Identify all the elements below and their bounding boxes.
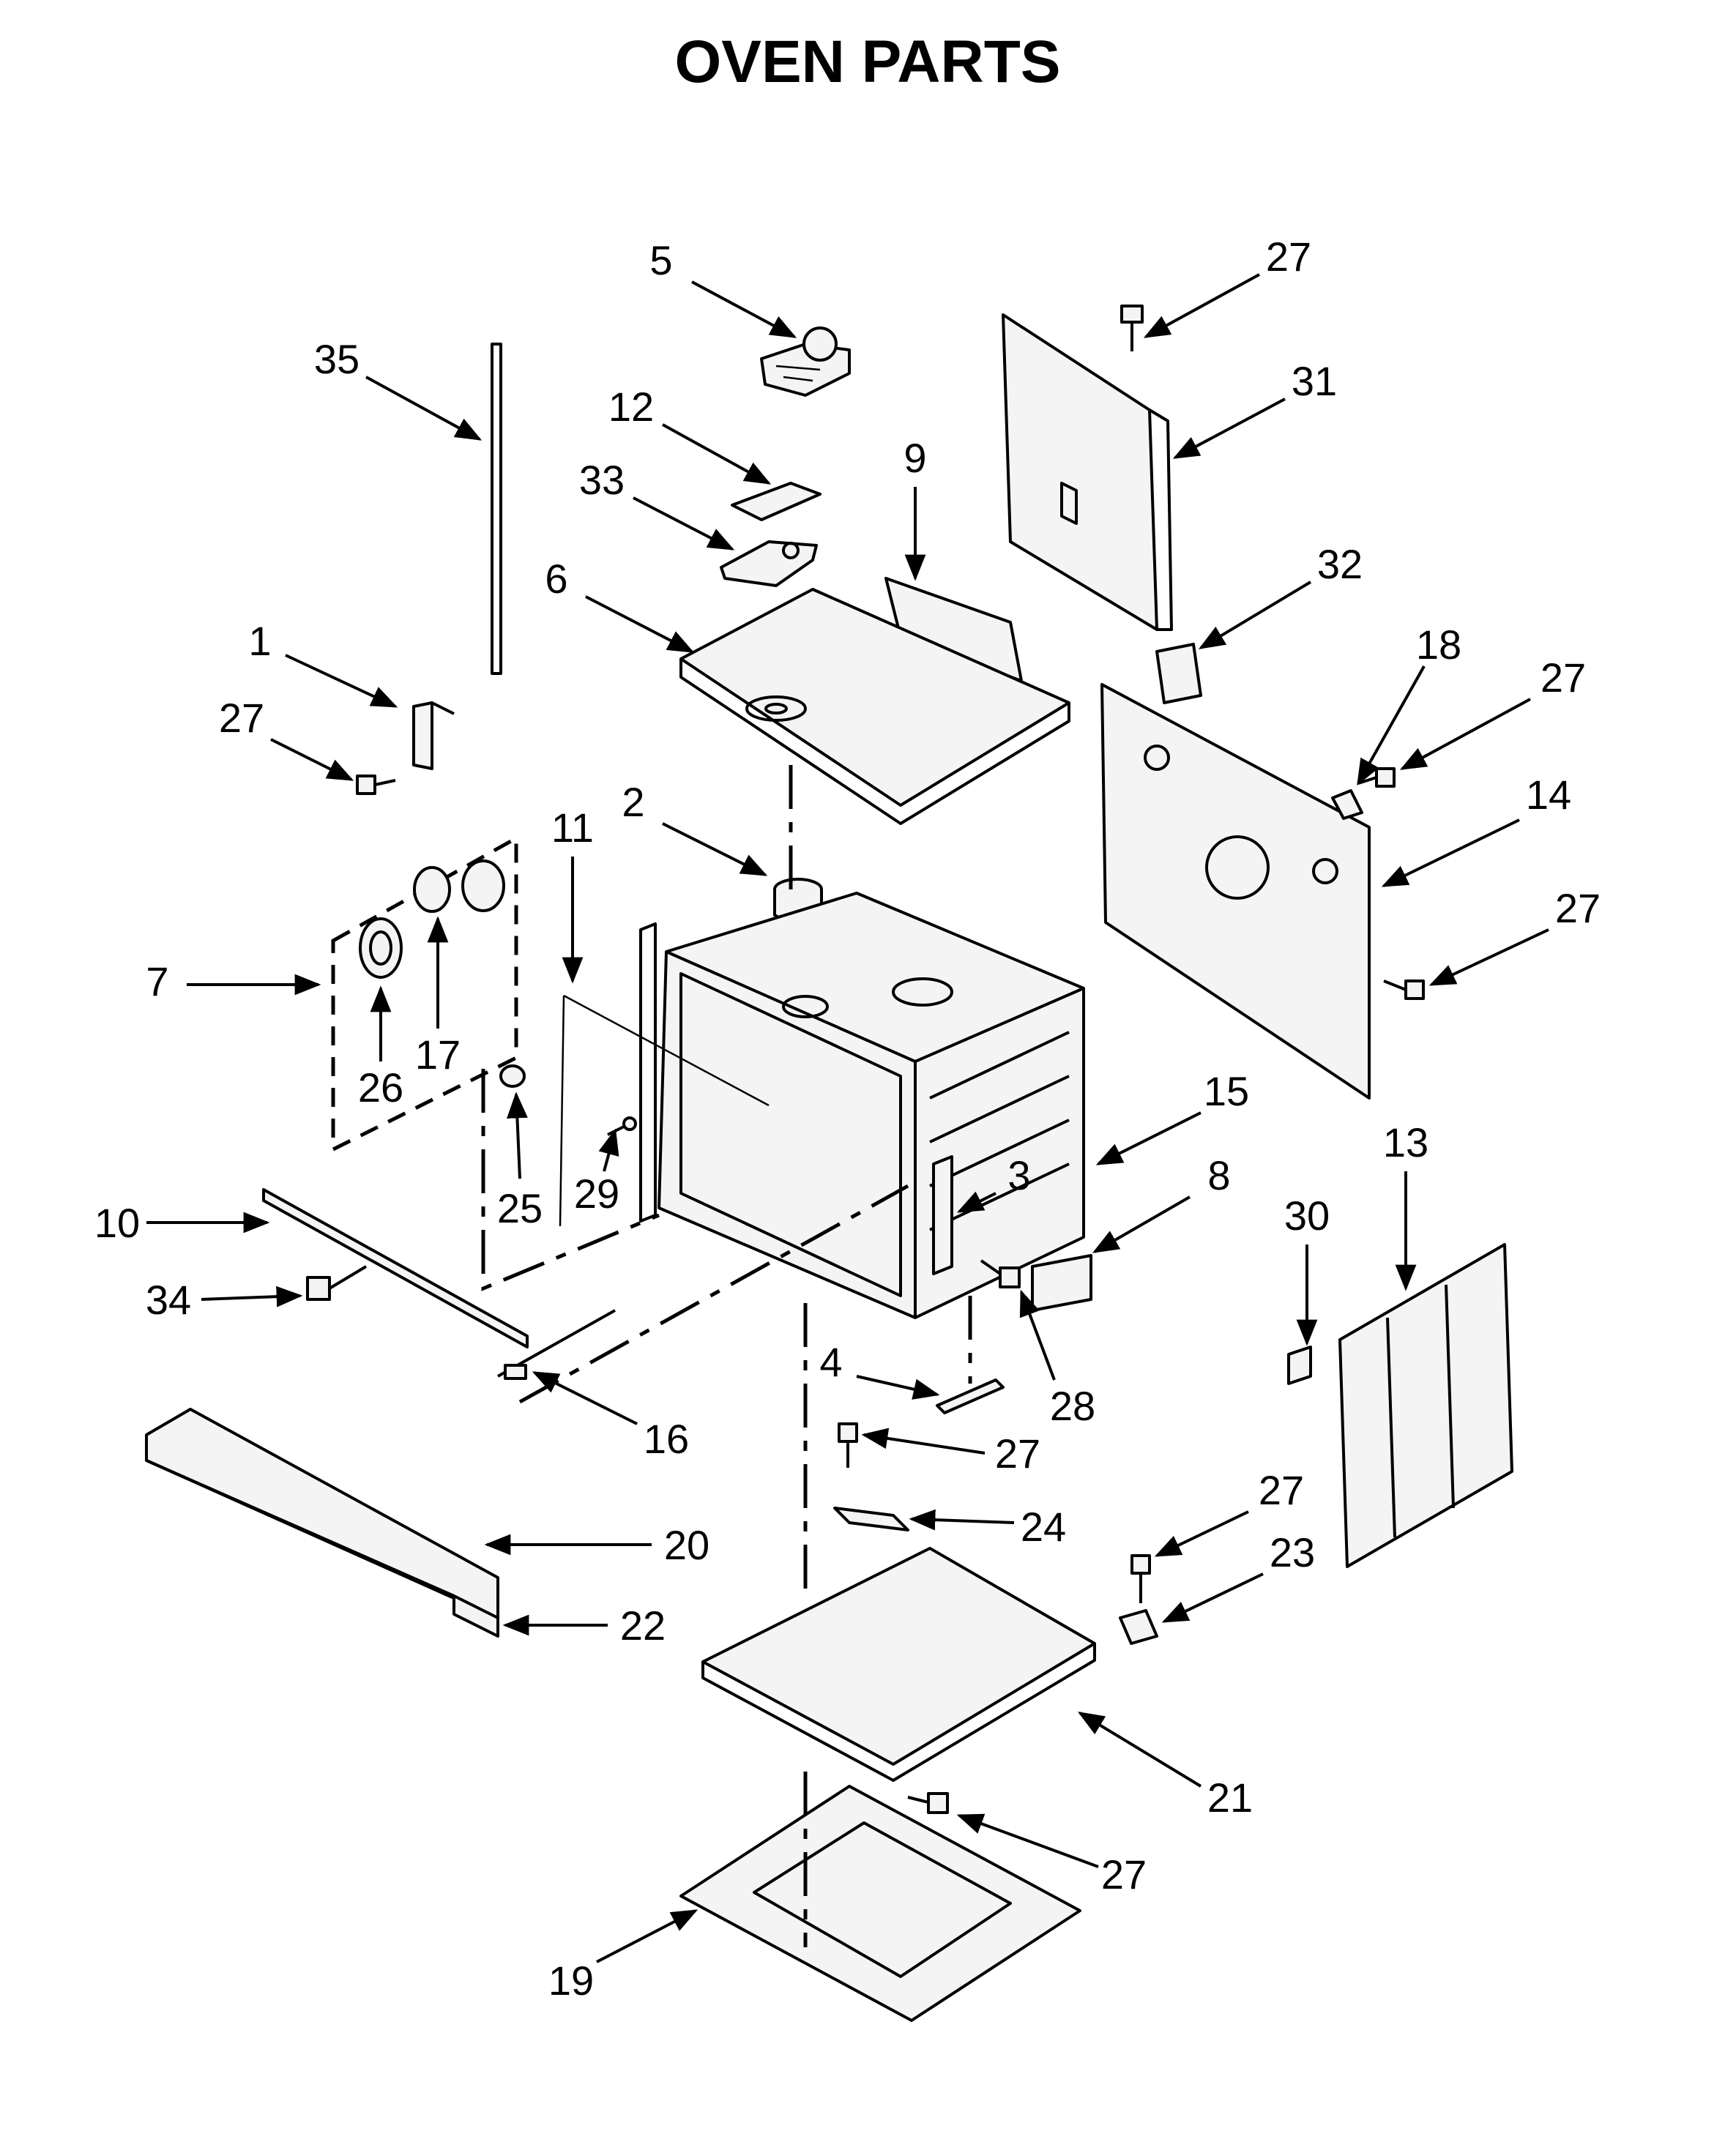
part-22-toe-kick-trim xyxy=(452,1594,499,1638)
part-14-rear-panel xyxy=(1100,683,1371,1100)
callout-33: 33 xyxy=(579,457,625,503)
callout-27-left: 27 xyxy=(219,695,264,741)
callout-25: 25 xyxy=(497,1185,543,1231)
diagram-title: OVEN PARTS xyxy=(675,29,1061,95)
part-33-bracket xyxy=(720,540,818,587)
callout-27-top: 27 xyxy=(1266,234,1311,280)
part-11-gasket xyxy=(559,994,770,1227)
part-21-bottom-panel xyxy=(701,1547,1096,1782)
callout-2: 2 xyxy=(622,779,644,825)
part-18-switch xyxy=(1331,789,1363,820)
callout-24: 24 xyxy=(1021,1504,1066,1550)
part-29-screw xyxy=(607,1116,637,1136)
callout-29: 29 xyxy=(574,1171,619,1217)
part-7-light-assembly xyxy=(331,835,518,1153)
part-1-bracket xyxy=(412,701,455,770)
callout-30: 30 xyxy=(1284,1193,1330,1239)
callout-17: 17 xyxy=(415,1031,461,1078)
part-12-bracket xyxy=(731,482,822,521)
callout-35: 35 xyxy=(314,336,360,382)
callout-26: 26 xyxy=(358,1064,403,1111)
callout-4: 4 xyxy=(819,1339,842,1385)
callout-8: 8 xyxy=(1207,1152,1230,1198)
part-25-cap xyxy=(499,1064,526,1088)
alignment-lines xyxy=(481,765,972,1947)
callout-11: 11 xyxy=(551,805,594,851)
part-27-screw-left xyxy=(356,775,396,795)
callout-6: 6 xyxy=(545,556,567,602)
part-15-oven-cavity xyxy=(639,892,1085,1319)
callout-27-right-c: 27 xyxy=(1259,1467,1304,1513)
part-10-trim-rail xyxy=(262,1188,529,1348)
callout-20: 20 xyxy=(664,1522,709,1568)
callout-13: 13 xyxy=(1383,1119,1428,1165)
part-27-screw-23 xyxy=(1130,1554,1151,1603)
callouts: 35 5 27 31 12 33 9 6 32 1 18 27 xyxy=(94,234,1601,2004)
callout-23: 23 xyxy=(1270,1529,1315,1575)
callout-5: 5 xyxy=(649,237,672,283)
part-8-vent xyxy=(1031,1254,1092,1312)
callout-1: 1 xyxy=(248,618,271,664)
callout-12: 12 xyxy=(608,384,654,430)
callout-27-right-a: 27 xyxy=(1541,654,1586,701)
callout-27-bottom: 27 xyxy=(1101,1851,1147,1897)
part-20-toe-kick xyxy=(145,1408,499,1619)
part-27-screw-top xyxy=(1120,305,1144,351)
callout-10: 10 xyxy=(94,1200,140,1246)
part-5-motor-assembly xyxy=(760,326,851,397)
part-27-screw-mid xyxy=(838,1422,858,1468)
part-19-bottom-tray xyxy=(679,1785,1081,2022)
callout-3: 3 xyxy=(1007,1152,1030,1198)
part-24-bracket xyxy=(833,1507,909,1531)
part-4-bracket xyxy=(936,1378,1005,1414)
callout-31: 31 xyxy=(1292,358,1337,404)
callout-14: 14 xyxy=(1526,772,1571,818)
part-27-screw-right-b xyxy=(1383,979,1425,1000)
callout-9: 9 xyxy=(904,435,926,481)
callout-28: 28 xyxy=(1050,1383,1095,1429)
part-16-sensor xyxy=(497,1309,616,1380)
part-35-vent-strip xyxy=(491,343,502,675)
callout-27-right-b: 27 xyxy=(1555,885,1601,931)
part-34-screw xyxy=(306,1265,368,1301)
callout-22: 22 xyxy=(620,1602,666,1649)
part-6-top-panel xyxy=(679,588,1070,825)
callout-19: 19 xyxy=(548,1958,594,2004)
part-13-rear-panel xyxy=(1338,1243,1513,1568)
callout-27-mid: 27 xyxy=(995,1430,1040,1477)
callout-34: 34 xyxy=(146,1277,191,1323)
callout-32: 32 xyxy=(1317,541,1363,587)
callout-16: 16 xyxy=(644,1416,689,1462)
part-28-screw xyxy=(980,1259,1021,1288)
part-23-bracket xyxy=(1119,1609,1158,1645)
callout-21: 21 xyxy=(1207,1775,1253,1821)
part-31-rear-cover xyxy=(1002,313,1173,631)
callout-18: 18 xyxy=(1416,622,1461,668)
callout-7: 7 xyxy=(146,958,168,1004)
part-27-screw-bottom xyxy=(907,1792,949,1814)
part-32-clip xyxy=(1155,643,1202,704)
part-3-side-trim xyxy=(932,1155,953,1275)
part-30-clip xyxy=(1287,1346,1312,1385)
callout-15: 15 xyxy=(1204,1068,1249,1114)
